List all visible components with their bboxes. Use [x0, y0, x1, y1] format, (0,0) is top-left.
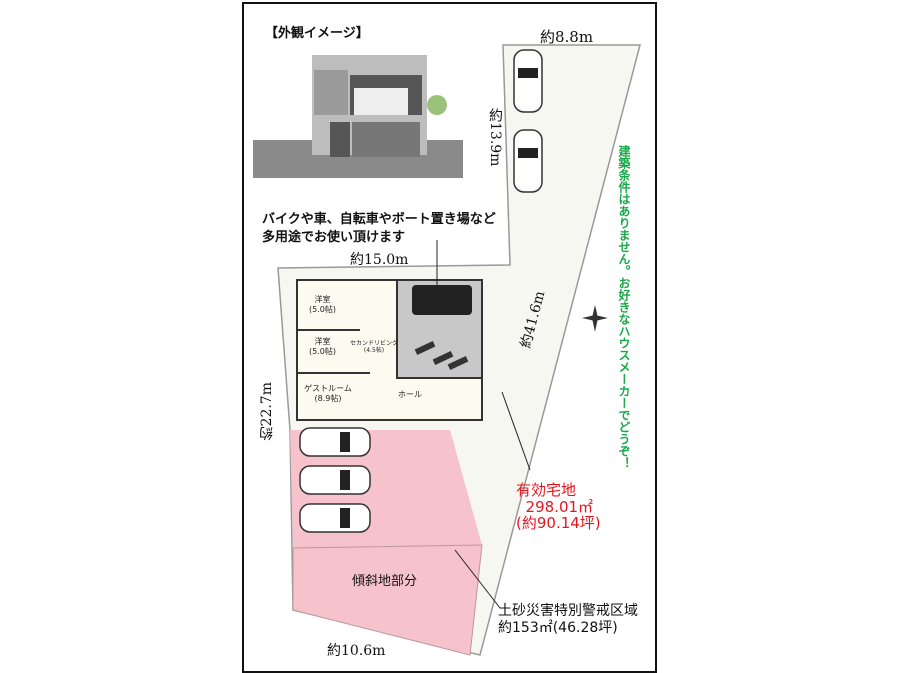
dimension-left: 約22.7m — [259, 382, 275, 441]
usage-callout-line2: 多用途でお使い頂けます — [262, 230, 406, 245]
building-condition-note: 建築条件はありません。お好きなハウスメーカーでどうぞ！ — [617, 145, 631, 469]
room-hall: ホール — [398, 390, 422, 399]
dimension-bottom: 約10.6m — [327, 643, 386, 659]
usage-callout-line1: バイクや車、自転車やボート置き場など — [262, 212, 496, 227]
slope-area-label: 傾斜地部分 — [352, 574, 418, 589]
bike-icon — [447, 356, 469, 370]
car-icon — [513, 49, 543, 113]
bike-icon — [414, 341, 436, 355]
car-icon — [299, 465, 371, 495]
dimension-top: 約8.8m — [540, 28, 594, 46]
car-icon — [513, 129, 543, 193]
bike-icon — [432, 351, 454, 365]
car-icon — [412, 285, 472, 315]
room-second-living: セカンドリビング(4.5帖) — [350, 340, 399, 355]
dimension-house-top: 約15.0m — [350, 252, 409, 268]
exterior-image-title: 【外観イメージ】 — [265, 26, 369, 41]
slope-area — [292, 544, 483, 656]
room-western-2: 洋室(5.0帖) — [309, 337, 336, 356]
hazard-zone-label: 土砂災害特別警戒区域約153㎡(46.28坪) — [498, 603, 638, 636]
dimension-strip-side: 約13.9m — [487, 108, 503, 167]
compass-icon — [582, 305, 608, 332]
effective-land-label: 有効宅地 298.01㎡(約90.14坪) — [516, 481, 601, 532]
floor-plan — [296, 279, 483, 421]
house-exterior-image — [253, 55, 463, 178]
car-icon — [299, 427, 371, 457]
car-icon — [299, 503, 371, 533]
room-western-1: 洋室(5.0帖) — [309, 295, 336, 314]
room-guest: ゲストルーム(8.9帖) — [304, 384, 352, 403]
